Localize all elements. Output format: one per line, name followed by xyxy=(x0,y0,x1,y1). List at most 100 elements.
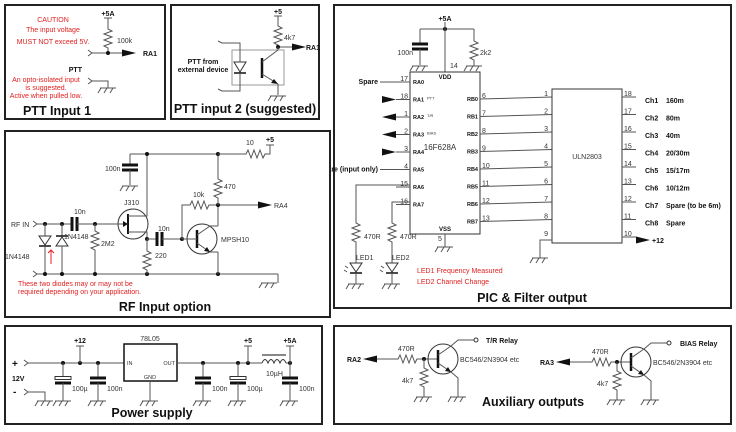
pin-number: 1 xyxy=(404,111,408,118)
led1-note: LED1 Frequency Measured xyxy=(417,268,503,275)
pin-name: RB6 xyxy=(467,202,478,208)
c-couple-label: 10n xyxy=(158,226,170,233)
r-pd-label: 4k7 xyxy=(402,378,413,385)
reg-gnd-label: GND xyxy=(144,375,156,381)
cap-label: 100n xyxy=(397,50,413,57)
caution-title: CAUTION xyxy=(37,17,69,24)
rail-label: +5 xyxy=(266,137,274,144)
note-line-3: Active when pulled low. xyxy=(10,93,82,100)
pin-number: 10 xyxy=(482,163,490,170)
channel-band: 15/17m xyxy=(666,168,690,175)
pin-number: 3 xyxy=(404,146,408,153)
channel-band: Spare xyxy=(666,221,686,228)
note-line-1: An opto-isolated input xyxy=(12,77,80,84)
pin-function: T/R xyxy=(427,113,434,118)
c5-label: 100n xyxy=(299,386,315,393)
driver-in-pin: 1 xyxy=(544,91,548,98)
resistor-label: 100k xyxy=(117,38,133,45)
pin-number: 4 xyxy=(404,164,408,171)
vss-pin: 5 xyxy=(438,236,442,243)
reg-in-label: IN xyxy=(127,361,133,367)
driver-out-pin: 12 xyxy=(624,196,632,203)
panel-title: Auxiliary outputs xyxy=(482,395,584,409)
channel-band: 10/12m xyxy=(666,186,690,193)
capacitor-100u-in xyxy=(53,375,73,385)
channel-band: 80m xyxy=(666,116,680,123)
driver-in-pin: 2 xyxy=(544,109,548,116)
mcu-label: 16F628A xyxy=(424,143,457,152)
bus-wire xyxy=(479,149,553,152)
caution-line-1: The input voltage xyxy=(26,27,80,34)
driver-in-pin: 9 xyxy=(544,231,548,238)
pin-name: RA4 xyxy=(413,150,425,156)
led2-note: LED2 Channel Change xyxy=(417,279,489,286)
channel-band: Spare (to be 6m) xyxy=(666,203,721,210)
capacitor-100u-out xyxy=(228,375,248,385)
pin-number: 2 xyxy=(404,129,408,136)
driver-out-pin: 15 xyxy=(624,144,632,151)
diode-note-line-1: These two diodes may or may not be xyxy=(18,281,133,288)
panel-rf-input: RF IN 10n 1N4148 1N4148 2M2 These two di… xyxy=(4,130,331,318)
panel-power-supply: + 12V - 100µ +12 100n 78L05 IN OUT GND xyxy=(4,325,323,425)
r-pd-label: 4k7 xyxy=(597,381,608,388)
driver-in-pin: 3 xyxy=(544,126,548,133)
pin-name: RA3 xyxy=(413,133,424,139)
led1-resistor-label: 470R xyxy=(364,234,381,241)
driver-in-pin: 5 xyxy=(544,161,548,168)
rail12-label: +12 xyxy=(74,338,86,345)
output-label: RA4 xyxy=(274,203,288,210)
pullup-label: 2k2 xyxy=(480,50,491,57)
vdd-label: VDD xyxy=(439,75,452,81)
pin-number: 6 xyxy=(482,93,486,100)
minus-label: - xyxy=(13,387,16,398)
r-gate-label: 2M2 xyxy=(101,241,115,248)
led1-label: LED1 xyxy=(356,255,374,262)
driver-out-pin: 18 xyxy=(624,91,632,98)
note-line-2: is suggested. xyxy=(25,85,66,92)
rail-label: +5A xyxy=(101,11,114,18)
driver-in-pin: 4 xyxy=(544,144,548,151)
r-supply-label: 10 xyxy=(246,140,254,147)
relay-terminal xyxy=(473,337,479,343)
panel-auxiliary-outputs: RA2 470R 4k7 T/R Relay BC546/2N3904 etc … xyxy=(333,325,732,425)
led2-label: LED2 xyxy=(392,255,410,262)
bus-wire xyxy=(479,184,553,187)
pin-ext-label: Spare (input only) xyxy=(319,167,379,174)
r-feed-label: 10k xyxy=(193,192,205,199)
pin-name: RB4 xyxy=(467,167,479,173)
channel-name: Ch7 xyxy=(645,203,658,210)
inductor-10uh xyxy=(261,354,287,365)
pin-number: 11 xyxy=(482,181,489,188)
r-base-label: 470R xyxy=(398,346,415,353)
c4-label: 100µ xyxy=(247,386,263,393)
bus-wire xyxy=(479,219,553,222)
transistor-label: BC546/2N3904 etc xyxy=(460,357,520,364)
c-in-label: 10n xyxy=(74,209,86,216)
pin-function: PTT xyxy=(427,96,435,101)
bjt-label: MPSH10 xyxy=(221,237,249,244)
ptt-source-line-2: external device xyxy=(178,67,229,74)
pin-ext-label: Spare xyxy=(359,79,379,86)
channel-name: Ch5 xyxy=(645,168,658,175)
output-arrow-icon xyxy=(382,131,396,138)
c1-label: 100µ xyxy=(72,386,88,393)
r-base-label: 470R xyxy=(592,349,609,356)
optocoupler xyxy=(231,49,285,86)
pin-name: RA6 xyxy=(413,185,424,191)
jfet-j310 xyxy=(117,154,149,240)
aux-channel-tr: RA2 470R 4k7 T/R Relay BC546/2N3904 etc xyxy=(347,337,520,403)
panel-title: Power supply xyxy=(111,406,192,420)
pin-number: 7 xyxy=(482,111,486,118)
rail-label: +5 xyxy=(274,9,282,16)
plus-label: + xyxy=(12,359,18,370)
aux-channel-bias: RA3 470R 4k7 BIAS Relay BC546/2N3904 etc xyxy=(540,340,717,406)
pin-function: BIAS xyxy=(427,131,436,136)
pin-number: 8 xyxy=(482,128,486,135)
pin-name: RA2 xyxy=(413,115,424,121)
c2-label: 100n xyxy=(107,386,123,393)
reg-out-label: OUT xyxy=(163,361,175,367)
